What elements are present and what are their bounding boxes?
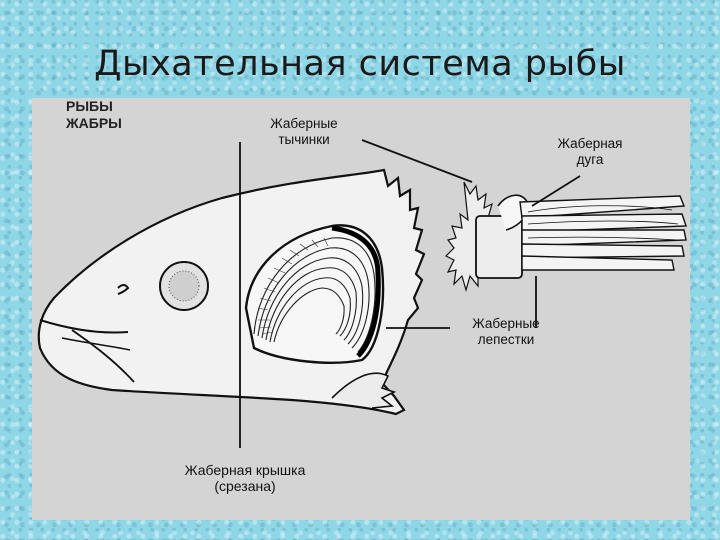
gill-filaments-detail bbox=[519, 195, 687, 271]
label-operculum-line1: Жаберная крышка bbox=[184, 462, 306, 478]
label-gill-rakers: Жаберные тычинки bbox=[244, 116, 364, 148]
slide-title: Дыхательная система рыбы bbox=[94, 44, 626, 84]
figure-heading-line1: РЫБЫ bbox=[66, 98, 113, 114]
fish-mouth bbox=[39, 319, 129, 334]
leader-lines bbox=[239, 139, 581, 448]
gill-diagram: РЫБЫ ЖАБРЫ Жаберные тычинки Жаберная дуг… bbox=[32, 98, 690, 520]
figure-heading: РЫБЫ ЖАБРЫ bbox=[66, 98, 122, 132]
fish-nostril bbox=[117, 284, 130, 295]
label-gill-rakers-line1: Жаберные bbox=[270, 116, 338, 131]
gill-arch-cut bbox=[331, 225, 381, 358]
gill-arch-detail bbox=[444, 181, 687, 293]
label-gill-arch: Жаберная дуга bbox=[530, 136, 650, 168]
label-gill-arch-line1: Жаберная bbox=[557, 136, 623, 151]
gill-filaments bbox=[253, 237, 376, 353]
figure-heading-line2: ЖАБРЫ bbox=[66, 115, 122, 131]
label-operculum-line2: (срезана) bbox=[214, 478, 276, 494]
leader-arch bbox=[531, 175, 581, 207]
leader-rakers-arch bbox=[361, 139, 473, 183]
label-gill-filaments-line1: Жаберные bbox=[472, 316, 540, 331]
label-gill-arch-line2: дуга bbox=[576, 152, 604, 167]
pectoral-fin bbox=[331, 372, 397, 409]
fish-head-illustration bbox=[37, 139, 687, 448]
label-operculum: Жаберная крышка (срезана) bbox=[160, 462, 330, 494]
fish-barbel bbox=[71, 329, 135, 383]
label-gill-filaments: Жаберные лепестки bbox=[446, 316, 566, 348]
label-gill-rakers-line2: тычинки bbox=[278, 132, 330, 147]
operculum-opening bbox=[244, 224, 385, 364]
label-gill-filaments-line2: лепестки bbox=[477, 332, 535, 347]
